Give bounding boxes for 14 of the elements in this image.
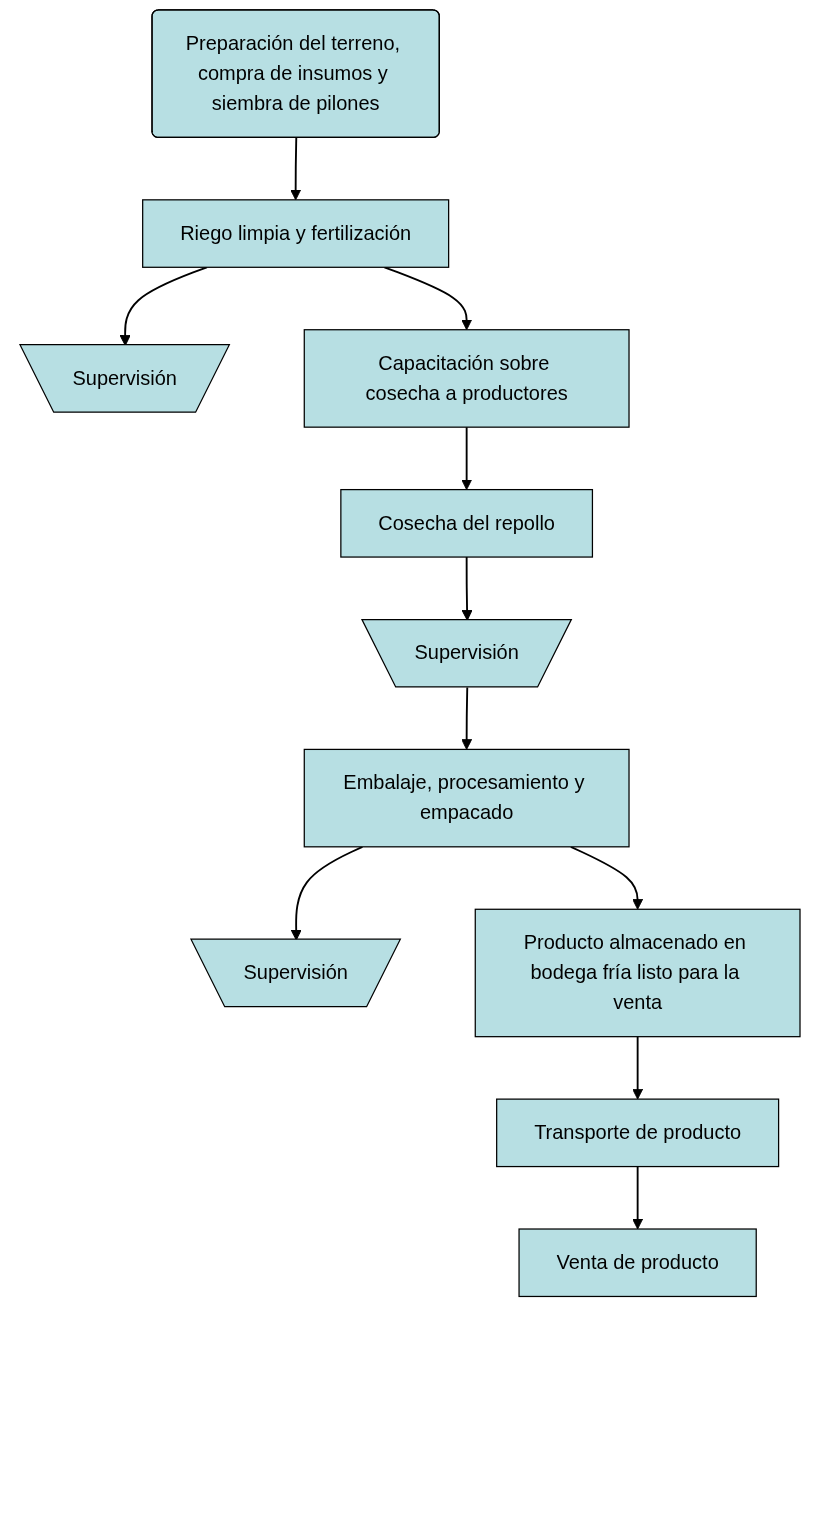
arrow bbox=[290, 137, 302, 201]
arrow bbox=[461, 686, 473, 750]
arrow bbox=[461, 426, 473, 491]
node-box: Cosecha del repollo bbox=[340, 489, 594, 558]
arrow bbox=[632, 1165, 644, 1230]
arrow bbox=[383, 266, 473, 331]
arrow bbox=[569, 845, 644, 910]
node-box: Embalaje, procesamiento y empacado bbox=[303, 748, 630, 848]
arrow bbox=[632, 1035, 644, 1100]
node-box: Capacitación sobre cosecha a productores bbox=[303, 329, 630, 428]
node-box: Producto almacenado en bodega fría listo para la venta bbox=[474, 908, 801, 1038]
node-box: Riego limpia y fertilización bbox=[142, 199, 450, 268]
node-box: Transporte de producto bbox=[496, 1098, 780, 1168]
node-box: Venta de producto bbox=[518, 1228, 757, 1298]
